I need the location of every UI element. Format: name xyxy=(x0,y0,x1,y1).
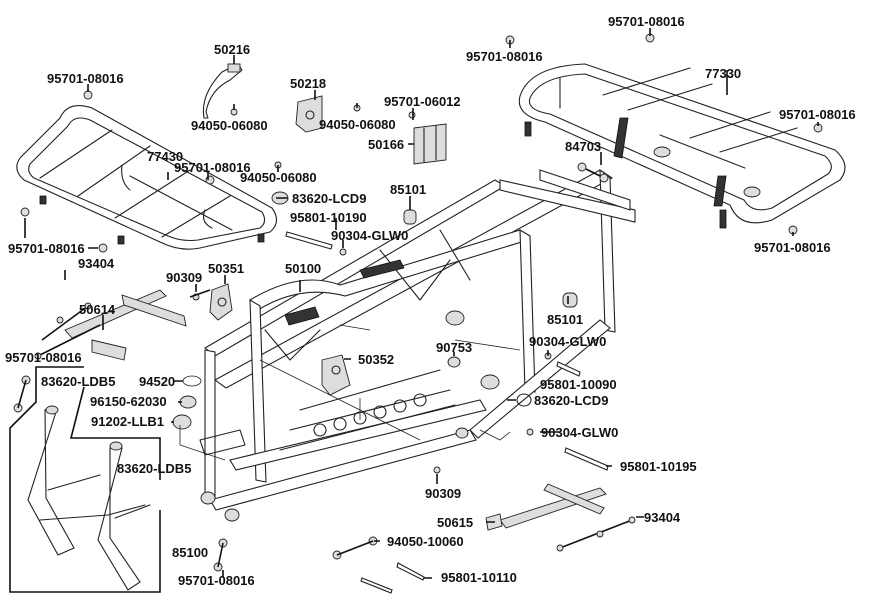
main-frame-50100[interactable] xyxy=(199,168,636,522)
label-bracket-50218: 50218 xyxy=(290,76,326,91)
label-cap-83620-lcd9-b: 83620-LCD9 xyxy=(534,393,608,408)
label-rear-rack: 77330 xyxy=(705,66,741,81)
label-footrest-right: 50615 xyxy=(437,515,473,530)
label-screw-94050-a: 94050-06080 xyxy=(191,118,268,133)
bolt-95801-10090[interactable] xyxy=(556,361,581,377)
label-footrest-left: 50614 xyxy=(79,302,116,317)
label-rear-rack-bolt-bottom: 95701-08016 xyxy=(754,240,831,255)
footrest-50614[interactable] xyxy=(64,289,187,361)
collar-85101-a[interactable] xyxy=(403,209,417,225)
clip-94520[interactable] xyxy=(182,375,202,387)
label-bracket-50351: 50351 xyxy=(208,261,244,276)
label-bolt-95801-10090: 95801-10090 xyxy=(540,377,617,392)
label-front-rack-bolt-top: 95701-08016 xyxy=(47,71,124,86)
label-collar-85101-b: 85101 xyxy=(547,312,583,327)
seal-96150[interactable] xyxy=(179,395,197,409)
front-guard-85100[interactable] xyxy=(9,366,161,593)
label-seal-96150: 96150-62030 xyxy=(90,394,167,409)
bracket-50218[interactable] xyxy=(295,95,323,133)
label-bolt-95801-10110: 95801-10110 xyxy=(441,570,517,585)
bolt-95801-10190[interactable] xyxy=(285,231,333,250)
label-cap-83620-ldb5-b: 83620-LDB5 xyxy=(117,461,191,476)
label-front-rack: 77430 xyxy=(147,149,183,164)
label-bolt-95801-10190: 95801-10190 xyxy=(290,210,367,225)
label-guard-bolt-bottom: 95701-08016 xyxy=(178,573,255,588)
bracket-50166[interactable] xyxy=(413,123,447,165)
label-collar-90753: 90753 xyxy=(436,340,472,355)
label-rear-rack-bolt-top: 95701-08016 xyxy=(608,14,685,29)
label-bracket-50216: 50216 xyxy=(214,42,250,57)
bolt-95801-10195[interactable] xyxy=(564,447,609,471)
label-screw-94050-c: 94050-06080 xyxy=(240,170,317,185)
label-guard: 85100 xyxy=(172,545,208,560)
label-screw-94050-10060: 94050-10060 xyxy=(387,534,464,549)
front-rack-77430[interactable] xyxy=(16,105,278,250)
bracket-50352[interactable] xyxy=(321,354,351,396)
leader-lines xyxy=(24,28,819,579)
label-collar-85101-a: 85101 xyxy=(390,182,426,197)
bolt-95801-10110[interactable] xyxy=(360,562,425,594)
label-guard-bolt-top: 95701-08016 xyxy=(5,350,82,365)
label-nut-90309-a: 90309 xyxy=(166,270,202,285)
label-cap-83620-lcd9-a: 83620-LCD9 xyxy=(292,191,366,206)
label-cap-83620-ldb5-a: 83620-LDB5 xyxy=(41,374,115,389)
label-nut-90304-a: 90304-GLW0 xyxy=(331,228,408,243)
label-rear-rack-bolt-right: 95701-08016 xyxy=(779,107,856,122)
part-labels: 95701-08016 95701-08016 77330 95701-0801… xyxy=(5,14,856,588)
collar-85101-b[interactable] xyxy=(562,292,578,308)
cap-83620-lcd9-b[interactable] xyxy=(516,393,532,407)
label-bolt-93404-a: 93404 xyxy=(78,256,115,271)
bracket-50351[interactable] xyxy=(209,283,233,321)
label-bolt-95801-10195: 95801-10195 xyxy=(620,459,697,474)
label-nut-90304-b: 90304-GLW0 xyxy=(529,334,606,349)
label-bracket-50352: 50352 xyxy=(358,352,394,367)
label-screw-94050-b: 94050-06080 xyxy=(319,117,396,132)
label-frame: 50100 xyxy=(285,261,321,276)
label-damper: 84703 xyxy=(565,139,601,154)
label-clip-94520: 94520 xyxy=(139,374,175,389)
label-front-rack-bolt-low: 95701-08016 xyxy=(8,241,85,256)
bushing-91202[interactable] xyxy=(172,414,192,430)
label-nut-90309-b: 90309 xyxy=(425,486,461,501)
label-bushing-91202: 91202-LLB1 xyxy=(91,414,164,429)
footrest-50615[interactable] xyxy=(485,483,607,531)
rear-rack-77330[interactable] xyxy=(518,63,846,229)
label-front-rack-bolt-mid: 95701-08016 xyxy=(174,160,251,175)
collar-90753[interactable] xyxy=(447,356,461,368)
label-bolt-95701-06012: 95701-06012 xyxy=(384,94,461,109)
label-bracket-50166: 50166 xyxy=(368,137,404,152)
label-bolt-93404-b: 93404 xyxy=(644,510,681,525)
label-nut-90304-c: 90304-GLW0 xyxy=(541,425,618,440)
damper-84703[interactable] xyxy=(577,162,609,183)
label-rear-rack-bolt-left: 95701-08016 xyxy=(466,49,543,64)
